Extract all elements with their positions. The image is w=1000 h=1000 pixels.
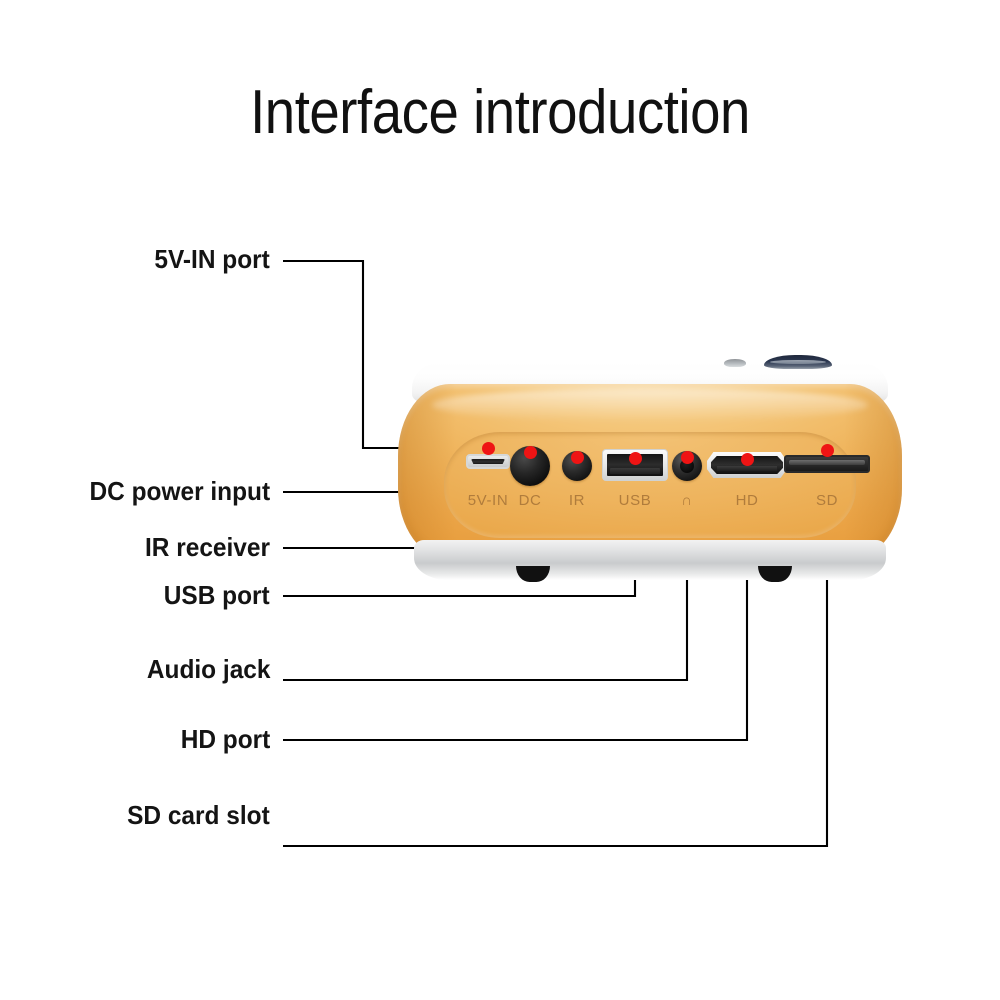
lens-barrel-icon bbox=[764, 355, 832, 369]
marker-dot-5v-in bbox=[481, 441, 495, 455]
callout-label-ir-receiver: IR receiver bbox=[144, 532, 270, 562]
page-title: Interface introduction bbox=[250, 78, 750, 147]
sd-slot-icon bbox=[784, 455, 870, 473]
port-caption-sd: SD bbox=[815, 492, 839, 509]
recessed-port-panel bbox=[444, 432, 856, 538]
port-caption-ir: IR bbox=[568, 492, 586, 509]
port-caption-5v-in: 5V-IN bbox=[467, 492, 509, 509]
callout-label-dc-power-input: DC power input bbox=[89, 476, 270, 506]
port-caption-audio: ∩ bbox=[681, 492, 693, 509]
marker-dot-sd bbox=[820, 443, 834, 457]
marker-dot-dc bbox=[523, 445, 537, 459]
focus-dial-icon bbox=[724, 359, 746, 367]
port-caption-hd: HD bbox=[735, 492, 759, 509]
marker-dot-ir bbox=[570, 450, 584, 464]
device-base-shell bbox=[414, 540, 886, 580]
port-caption-usb: USB bbox=[618, 492, 652, 509]
projector-device-photo: 5V-IN DC IR USB ∩ bbox=[398, 355, 902, 590]
device-foot bbox=[516, 566, 550, 582]
body-highlight bbox=[432, 388, 868, 422]
device-body-shell: 5V-IN DC IR USB ∩ bbox=[398, 384, 902, 560]
port-caption-dc: DC bbox=[518, 492, 542, 509]
device-foot bbox=[758, 566, 792, 582]
marker-dot-usb bbox=[628, 451, 642, 465]
callout-label-usb-port: USB port bbox=[164, 580, 270, 610]
callout-label-5v-in: 5V-IN port bbox=[154, 244, 270, 274]
marker-dot-hd bbox=[740, 452, 754, 466]
micro-usb-slot-icon bbox=[466, 454, 510, 469]
callout-label-hd-port: HD port bbox=[180, 724, 270, 754]
callout-label-audio-jack: Audio jack bbox=[146, 654, 270, 684]
callout-label-sd-card-slot: SD card slot bbox=[127, 800, 270, 830]
marker-dot-audio bbox=[680, 450, 694, 464]
